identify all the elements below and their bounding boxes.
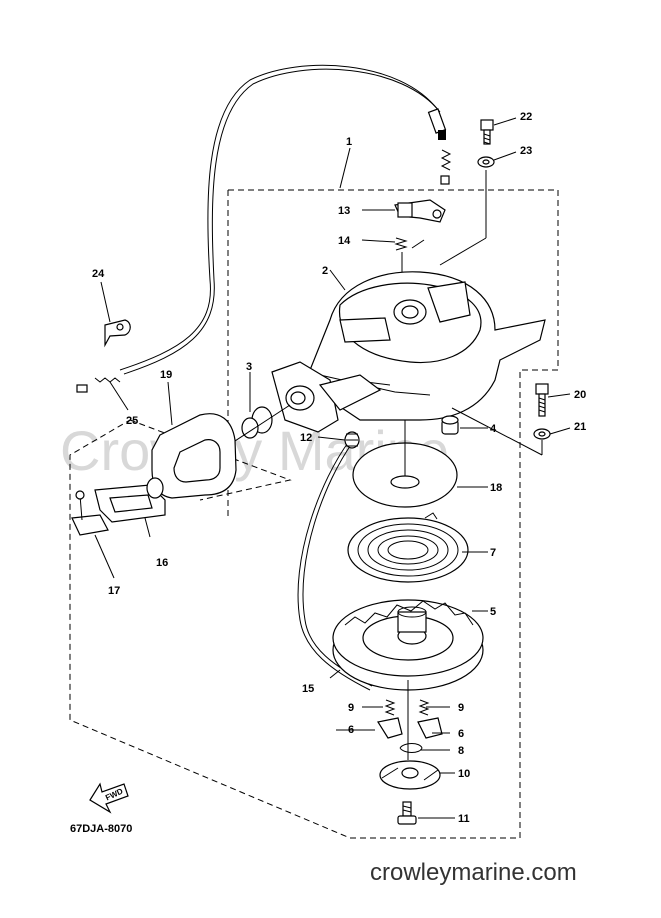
cable-end-fitting	[427, 108, 452, 185]
callout-11: 11	[458, 813, 470, 825]
cable-end-25	[76, 377, 121, 393]
callout-2: 2	[322, 265, 328, 277]
callout-23: 23	[520, 145, 532, 157]
callout-16: 16	[156, 557, 168, 569]
callout-9-left: 9	[348, 702, 354, 714]
callout-17: 17	[108, 585, 120, 597]
bushing-12	[344, 431, 360, 449]
callout-20: 20	[574, 389, 586, 401]
starter-handle-16	[94, 477, 166, 523]
bolt-22	[480, 119, 494, 145]
callout-6-right: 6	[458, 728, 464, 740]
callout-25: 25	[126, 415, 138, 427]
callout-10: 10	[458, 768, 470, 780]
callout-22: 22	[520, 111, 532, 123]
callout-24: 24	[92, 268, 105, 280]
callout-4: 4	[490, 423, 497, 435]
callout-12: 12	[300, 432, 312, 444]
bolt-11	[397, 801, 417, 825]
clamp-24	[104, 319, 131, 348]
clip-8	[399, 743, 423, 753]
callout-9-right: 9	[458, 702, 464, 714]
bolt-20	[535, 383, 549, 417]
spiral-spring-7	[347, 512, 469, 583]
callout-3: 3	[246, 361, 252, 373]
diagram-code: 67DJA-8070	[70, 823, 132, 835]
collar-4	[441, 415, 459, 435]
lever-13	[394, 199, 446, 223]
callout-18: 18	[490, 482, 502, 494]
footer-site: crowleymarine.com	[370, 859, 577, 886]
callout-14: 14	[338, 235, 351, 247]
leader-lines	[94, 117, 571, 819]
callout-19: 19	[160, 369, 172, 381]
pawl-6-left	[377, 717, 403, 739]
callouts: 1 2 3 4 5 6 6 7 8 9 9 10 11 12 13 14 15 …	[92, 111, 586, 825]
washer-21	[533, 428, 551, 440]
callout-8: 8	[458, 745, 464, 757]
washer-23	[477, 156, 495, 168]
grommet-19	[151, 413, 237, 499]
drive-plate-10	[379, 760, 441, 790]
callout-13: 13	[338, 205, 350, 217]
callout-15: 15	[302, 683, 314, 695]
callout-5: 5	[490, 606, 496, 618]
callout-6-left: 6	[348, 724, 354, 736]
callout-21: 21	[574, 421, 586, 433]
fwd-arrow-icon: FWD	[89, 782, 129, 814]
spring-9-left	[384, 699, 396, 716]
callout-1: 1	[346, 136, 352, 148]
starter-cable	[119, 64, 441, 691]
starter-case-2	[299, 271, 546, 421]
handle-guide-3	[271, 361, 382, 433]
pawl-6-right	[417, 717, 443, 739]
spring-9-right	[418, 699, 430, 716]
sheave-drum-5	[332, 599, 484, 691]
bracket-17	[71, 490, 109, 536]
spring-14	[394, 237, 425, 251]
callout-7: 7	[490, 547, 496, 559]
